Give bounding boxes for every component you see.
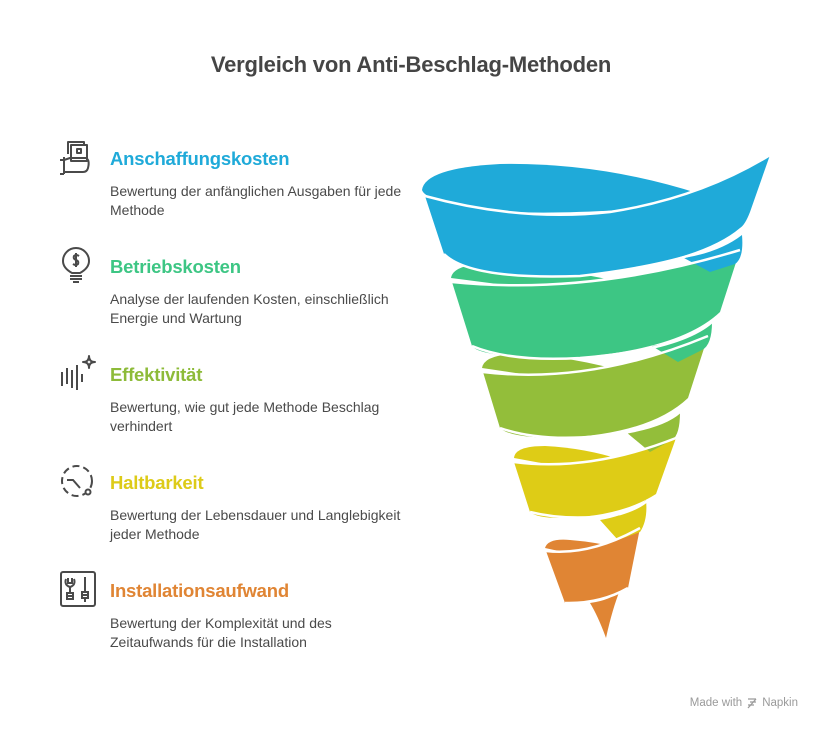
item-description: Bewertung der anfänglichen Ausgaben für … [110,183,402,218]
napkin-brand-label: Napkin [762,697,798,709]
hand-holding-money-icon [60,141,90,175]
dashed-clock-icon [61,465,93,497]
funnel-layer-anschaffungskosten [422,153,771,278]
footer-attribution: Made with Napkin [690,697,798,709]
item-heading: Installationsaufwand [110,580,289,601]
item-heading: Effektivität [110,364,203,385]
item-description: Bewertung, wie gut jede Methode Beschlag… [110,399,380,434]
made-with-label: Made with [689,697,743,709]
item-heading: Haltbarkeit [110,472,204,493]
item-description: Bewertung der Komplexität und des Zeitau… [110,615,332,650]
page-title: Vergleich von Anti-Beschlag-Methoden [210,52,612,77]
napkin-logo-icon [747,698,757,709]
item-description: Bewertung der Lebensdauer und Langlebigk… [110,507,401,542]
item-heading: Betriebskosten [110,256,241,277]
funnel-layer-haltbarkeit [514,438,676,540]
funnel-layer-installationsaufwand [545,528,640,638]
tools-box-icon [60,571,96,607]
sound-bars-sparkle-icon [61,355,96,390]
item-description: Analyse der laufenden Kosten, einschließ… [110,291,389,326]
lightbulb-dollar-icon [61,247,91,283]
item-heading: Anschaffungskosten [110,148,290,169]
